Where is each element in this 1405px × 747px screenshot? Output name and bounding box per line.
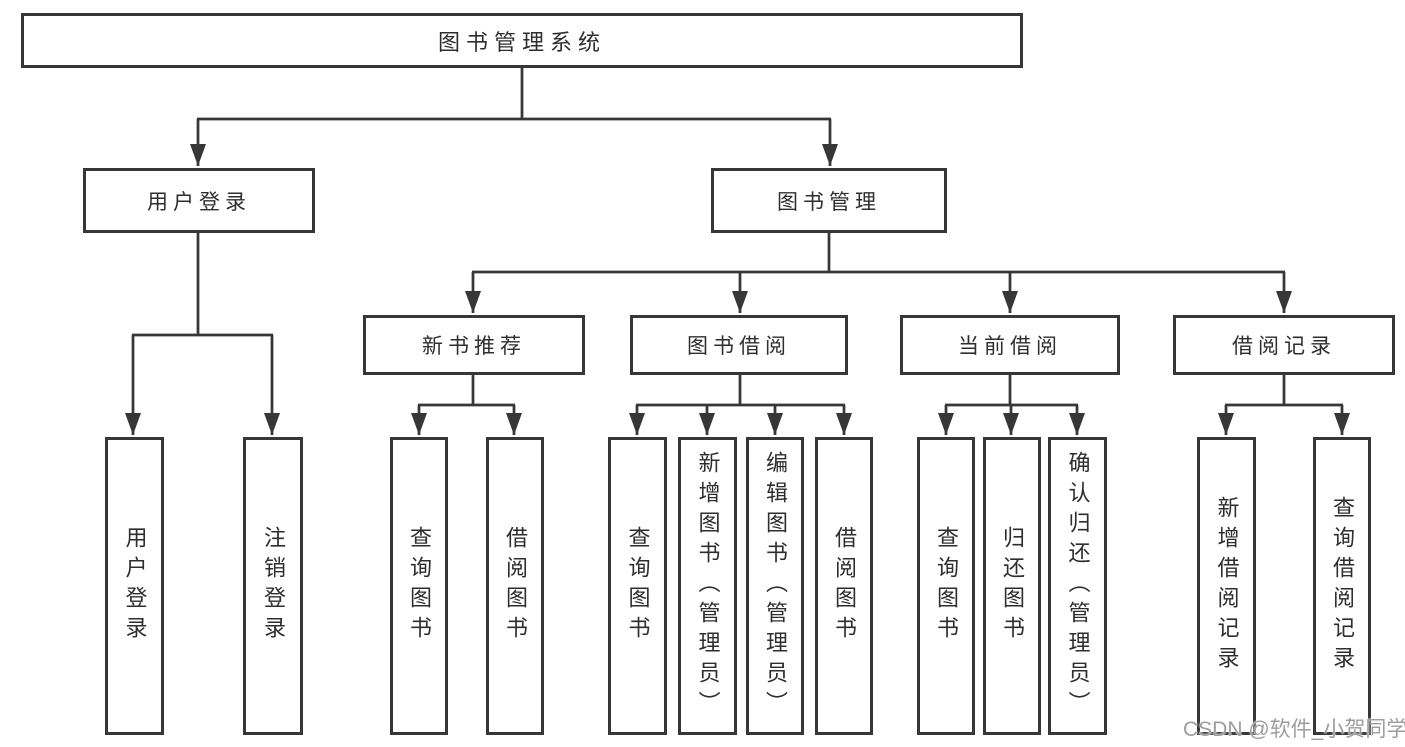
connector-current-borrowing bbox=[945, 375, 1078, 407]
connector-book-management bbox=[472, 233, 1285, 274]
node-label: 查询图书 bbox=[625, 526, 651, 646]
node-user-login: 用户登录 bbox=[83, 168, 315, 233]
node-leaf-borrowing-add-books-admin: 新增图书（管理员） bbox=[678, 437, 737, 735]
node-label: 用户登录 bbox=[122, 526, 148, 646]
node-library-management-system: 图书管理系统 bbox=[21, 13, 1023, 68]
connector-new-book-recommend bbox=[418, 375, 515, 407]
node-label: 用户登录 bbox=[147, 190, 251, 214]
node-leaf-borrowing-query-books: 查询图书 bbox=[608, 437, 667, 735]
node-borrowing-records: 借阅记录 bbox=[1173, 315, 1395, 375]
connector-borrowing-records bbox=[1225, 375, 1343, 407]
node-label: 图书借阅 bbox=[687, 335, 791, 358]
node-leaf-current-confirm-return-admin: 确认归还（管理员） bbox=[1048, 437, 1107, 735]
node-leaf-current-query-books: 查询图书 bbox=[917, 437, 975, 735]
node-label: 新书推荐 bbox=[422, 335, 526, 358]
node-label: 借阅图书 bbox=[832, 526, 857, 646]
node-label: 归还图书 bbox=[1000, 526, 1025, 646]
node-label: 图书管理系统 bbox=[437, 29, 606, 55]
node-label: 查询图书 bbox=[407, 526, 432, 646]
connector-user-login bbox=[132, 233, 273, 337]
node-label: 注销登录 bbox=[261, 526, 286, 646]
node-leaf-current-return-books: 归还图书 bbox=[983, 437, 1041, 735]
node-book-management: 图书管理 bbox=[711, 168, 947, 233]
node-leaf-logout: 注销登录 bbox=[243, 437, 303, 735]
connector-book-borrowing bbox=[636, 375, 845, 407]
node-current-borrowing: 当前借阅 bbox=[900, 315, 1120, 375]
node-leaf-borrowing-edit-books-admin: 编辑图书（管理员） bbox=[746, 437, 804, 735]
node-leaf-records-add-record: 新增借阅记录 bbox=[1197, 437, 1256, 735]
node-label: 确认归还（管理员） bbox=[1065, 451, 1091, 721]
node-label: 借阅图书 bbox=[503, 526, 528, 646]
node-leaf-recommend-query-books: 查询图书 bbox=[390, 437, 448, 735]
node-label: 编辑图书（管理员） bbox=[763, 451, 788, 721]
node-leaf-borrowing-borrow-books: 借阅图书 bbox=[815, 437, 873, 735]
node-label: 查询图书 bbox=[934, 526, 959, 646]
node-book-borrowing: 图书借阅 bbox=[630, 315, 848, 375]
node-leaf-records-query-record: 查询借阅记录 bbox=[1313, 437, 1371, 735]
node-new-book-recommend: 新书推荐 bbox=[363, 315, 585, 375]
csdn-watermark: CSDN @软件_小贺同学 bbox=[1183, 718, 1405, 741]
node-leaf-recommend-borrow-books: 借阅图书 bbox=[486, 437, 544, 735]
node-leaf-user-login-action: 用户登录 bbox=[105, 437, 164, 735]
connector-root bbox=[197, 68, 831, 121]
node-label: 借阅记录 bbox=[1232, 335, 1336, 358]
node-label: 图书管理 bbox=[777, 190, 881, 214]
node-label: 当前借阅 bbox=[958, 335, 1062, 358]
node-label: 新增图书（管理员） bbox=[695, 451, 721, 721]
node-label: 查询借阅记录 bbox=[1330, 496, 1355, 676]
node-label: 新增借阅记录 bbox=[1214, 496, 1240, 676]
